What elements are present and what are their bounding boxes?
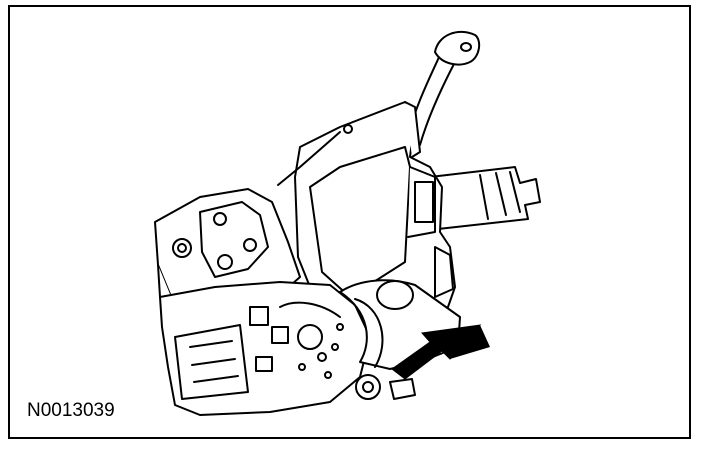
- lever-stalk: [407, 30, 481, 146]
- switch-body: [159, 281, 371, 416]
- mounting-bracket: [154, 188, 301, 308]
- retaining-screw: [355, 374, 416, 400]
- figure-id-label: N0013039: [27, 400, 115, 421]
- steering-shaft: [429, 166, 541, 230]
- figure-frame: N0013039: [8, 5, 691, 439]
- callout-arrow: [391, 324, 490, 380]
- steering-column-illustration: [154, 30, 541, 416]
